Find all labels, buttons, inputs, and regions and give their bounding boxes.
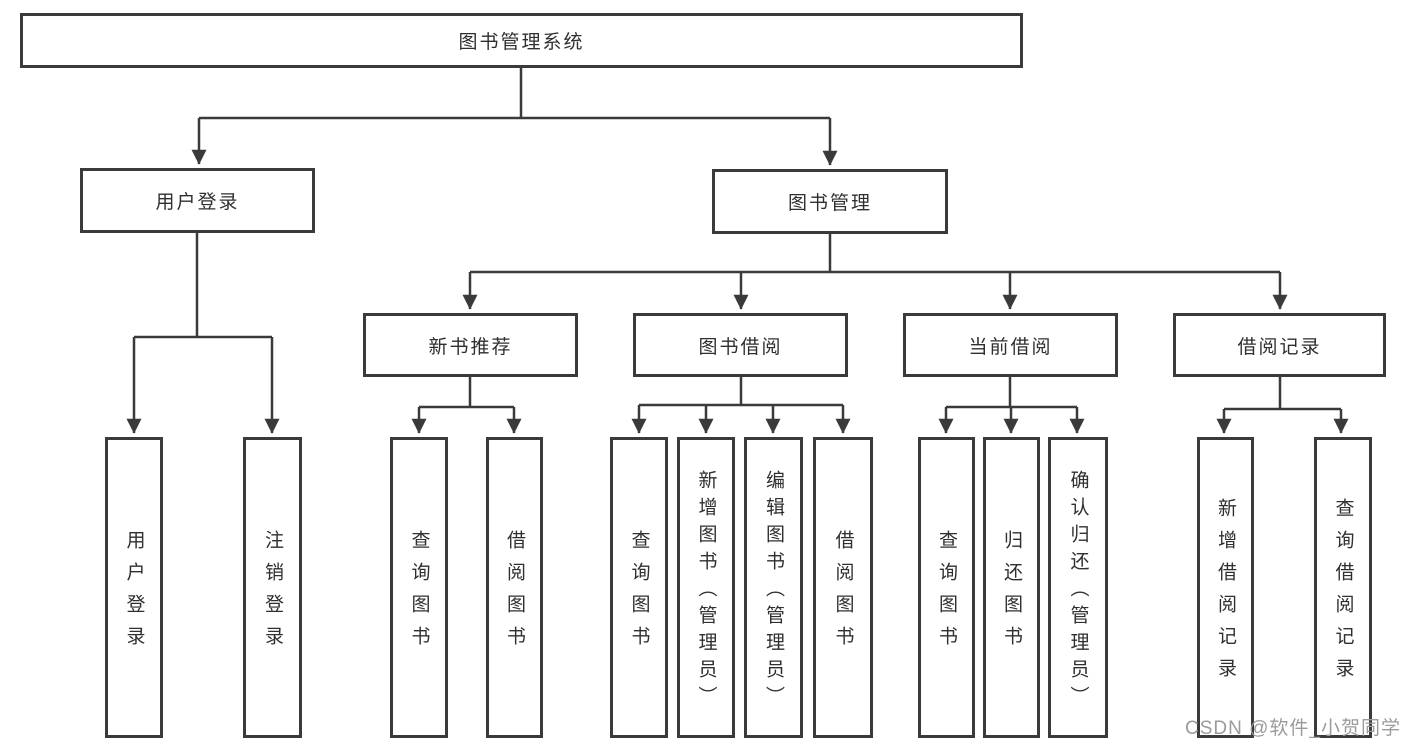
node-current-borrow: 当前借阅 <box>903 313 1118 377</box>
node-library-system: 图书管理系统 <box>20 13 1023 68</box>
node-label: 用户登录 <box>155 192 240 213</box>
node-book-management: 图书管理 <box>712 169 948 234</box>
node-borrow-record: 借阅记录 <box>1173 313 1386 377</box>
node-label: 借阅图书 <box>504 530 525 658</box>
node-leaf-borrow-books: 借阅图书 <box>813 437 873 738</box>
node-leaf-query-borrow-record: 查询借阅记录 <box>1314 437 1372 738</box>
node-label: 借阅图书 <box>832 530 854 658</box>
node-leaf-add-borrow-record: 新增借阅记录 <box>1197 437 1254 738</box>
node-label: 图书管理 <box>787 193 872 214</box>
node-label: 图书管理系统 <box>458 32 585 53</box>
node-label: 当前借阅 <box>968 336 1053 358</box>
node-label: 查询图书 <box>408 530 430 658</box>
node-leaf-query-books: 查询图书 <box>610 437 668 738</box>
node-book-borrow: 图书借阅 <box>633 313 848 377</box>
node-leaf-edit-books-admin: 编辑图书（管理员） <box>744 437 803 738</box>
node-leaf-logout: 注销登录 <box>243 437 302 738</box>
node-user-login: 用户登录 <box>80 168 315 233</box>
node-leaf-borrow-books: 借阅图书 <box>486 437 543 738</box>
node-label: 新增借阅记录 <box>1215 498 1236 690</box>
node-label: 查询图书 <box>628 530 650 658</box>
node-leaf-query-books: 查询图书 <box>390 437 448 738</box>
node-label: 注销登录 <box>262 530 283 658</box>
node-leaf-query-books: 查询图书 <box>918 437 975 738</box>
node-label: 确认归还（管理员） <box>1067 470 1089 713</box>
node-leaf-confirm-return-admin: 确认归还（管理员） <box>1048 437 1108 738</box>
node-label: 查询借阅记录 <box>1332 498 1354 690</box>
node-label: 借阅记录 <box>1237 336 1322 358</box>
node-leaf-return-books: 归还图书 <box>983 437 1040 738</box>
node-leaf-user-login: 用户登录 <box>105 437 163 738</box>
csdn-watermark: CSDN @软件_小贺同学 <box>1185 718 1401 739</box>
node-label: 用户登录 <box>123 530 145 658</box>
node-label: 新书推荐 <box>428 336 513 358</box>
node-label: 图书借阅 <box>698 336 783 358</box>
node-new-book-recommend: 新书推荐 <box>363 313 578 377</box>
node-label: 归还图书 <box>1001 530 1022 658</box>
node-label: 新增图书（管理员） <box>695 470 717 713</box>
node-leaf-add-books-admin: 新增图书（管理员） <box>677 437 735 738</box>
node-label: 查询图书 <box>936 530 957 658</box>
node-label: 编辑图书（管理员） <box>763 470 784 713</box>
